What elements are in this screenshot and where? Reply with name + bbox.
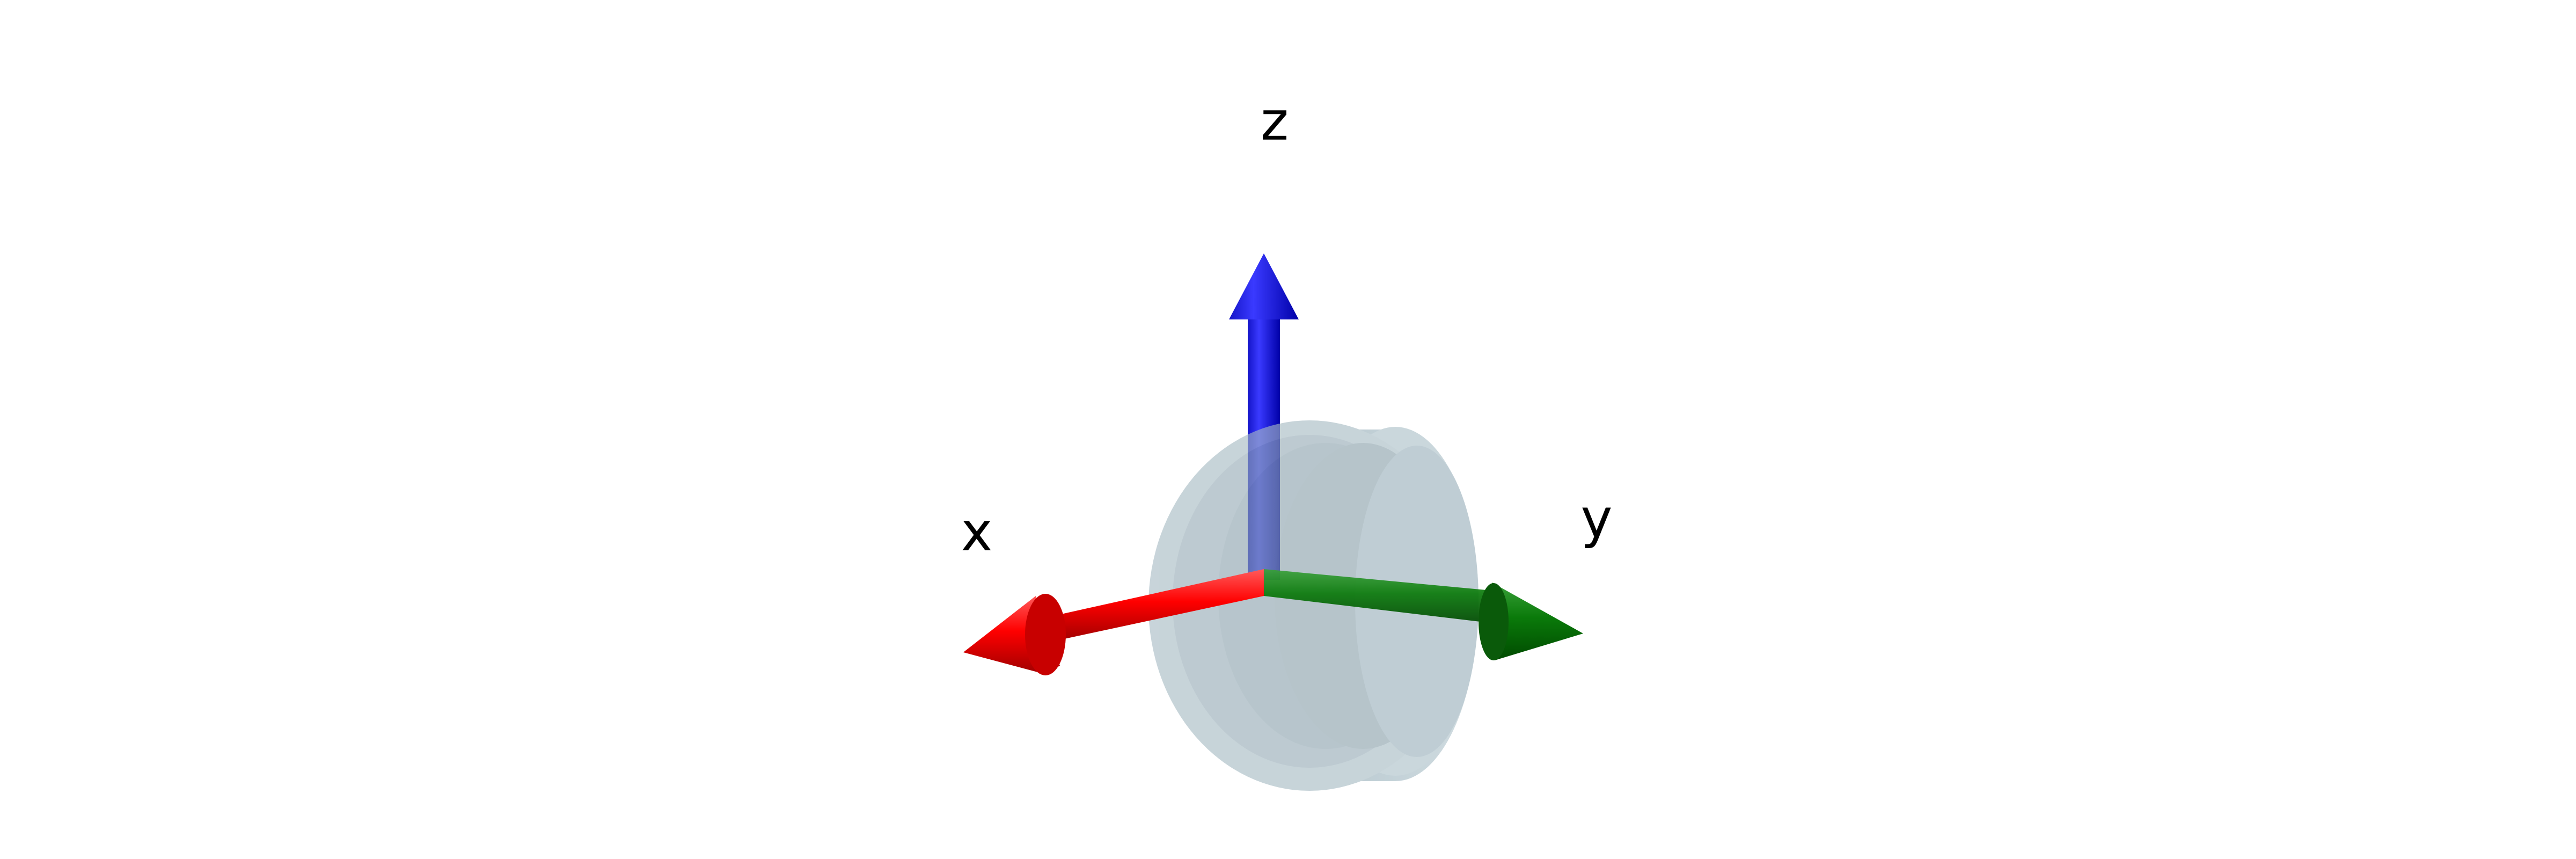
x-axis-arrow — [963, 569, 1264, 675]
y-axis-arrow — [1264, 569, 1583, 660]
x-axis-shaft — [1046, 569, 1264, 642]
z-axis-label: z — [1261, 90, 1289, 152]
y-axis-head — [1492, 583, 1583, 660]
x-axis-label: x — [961, 500, 992, 563]
y-axis-head-base — [1479, 583, 1509, 660]
y-axis-shaft — [1264, 569, 1492, 623]
y-axis-label: y — [1580, 487, 1612, 550]
x-axis-head-base — [1025, 594, 1066, 675]
z-axis-head — [1229, 253, 1299, 319]
